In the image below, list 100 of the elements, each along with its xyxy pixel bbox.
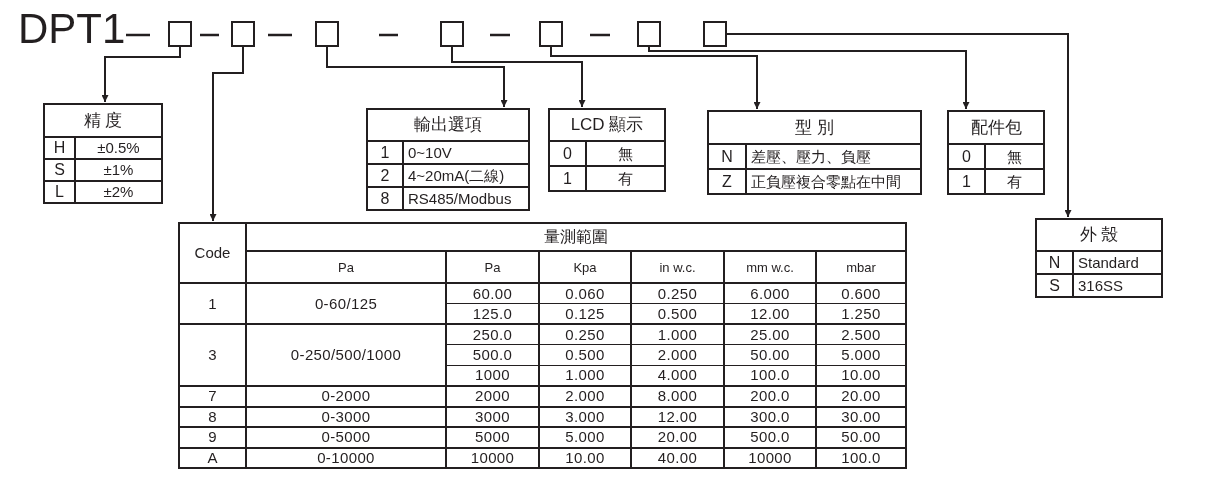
range-value: 60.00 <box>472 284 513 302</box>
option-value: 有 <box>618 169 633 187</box>
option-value: 0~10V <box>408 143 452 161</box>
option-value: 有 <box>1007 172 1022 190</box>
range-value: 500.0 <box>472 346 513 364</box>
range-value: 2.000 <box>565 387 605 405</box>
arrow <box>550 45 761 110</box>
option-value: 正負壓複合零點在中間 <box>751 172 901 190</box>
range-value: 1.250 <box>841 304 881 322</box>
column-header: Pa <box>338 260 354 275</box>
range-value: 3.000 <box>565 407 605 425</box>
range-value: 50.00 <box>750 346 790 364</box>
range-value: 12.00 <box>657 407 698 425</box>
range-value: 10.00 <box>565 449 605 467</box>
option-value: ±2% <box>103 183 134 200</box>
range-value: 10000 <box>748 449 792 467</box>
range-value: 2.000 <box>657 346 698 364</box>
range-code: 7 <box>208 387 217 405</box>
arrow <box>101 45 181 103</box>
option-code: Z <box>722 172 732 190</box>
column-header: Kpa <box>573 260 597 275</box>
range-code: 1 <box>208 294 217 312</box>
arrow <box>451 45 586 108</box>
range-value: 50.00 <box>841 428 881 446</box>
option-value: ±1% <box>103 161 134 178</box>
range-value: 200.0 <box>750 387 790 405</box>
range-span: 0-3000 <box>321 407 371 425</box>
range-value: 20.00 <box>657 428 698 446</box>
range-value: 3000 <box>475 407 510 425</box>
range-value: 10.00 <box>841 366 881 384</box>
range-value: 1.000 <box>565 366 605 384</box>
range-value: 10000 <box>470 449 515 467</box>
range-value: 0.060 <box>565 284 605 302</box>
range-code: 9 <box>208 428 217 446</box>
code-box <box>440 21 464 47</box>
column-header: mm w.c. <box>746 260 794 275</box>
option-table <box>707 110 922 195</box>
range-value: 8.000 <box>657 387 698 405</box>
arrow <box>326 45 508 108</box>
code-box <box>637 21 661 47</box>
range-code: 8 <box>208 407 217 425</box>
range-value: 5000 <box>475 428 510 446</box>
range-value: 0.500 <box>565 346 605 364</box>
range-value: 500.0 <box>750 428 790 446</box>
range-value: 250.0 <box>472 325 513 343</box>
range-value: 5.000 <box>841 346 881 364</box>
option-value: 無 <box>618 144 633 162</box>
option-code: S <box>1049 276 1060 294</box>
option-code: 1 <box>563 169 572 187</box>
range-value: 30.00 <box>841 407 881 425</box>
option-code: H <box>53 139 66 156</box>
option-value: ±0.5% <box>97 139 140 156</box>
range-value: 100.0 <box>750 366 790 384</box>
range-value: 1.000 <box>657 325 698 343</box>
model-code: DPT1 <box>18 8 126 50</box>
range-value: 12.00 <box>750 304 790 322</box>
range-value: 125.0 <box>472 304 513 322</box>
range-table <box>178 222 907 470</box>
table-heading: 精 度 <box>83 110 123 130</box>
range-value: 25.00 <box>750 325 790 343</box>
range-value: 5.000 <box>565 428 605 446</box>
option-code: S <box>54 161 65 178</box>
arrow <box>209 45 244 222</box>
range-span: 0-250/500/1000 <box>290 346 402 364</box>
option-table <box>43 103 163 204</box>
option-code: 8 <box>380 189 390 207</box>
code-box <box>539 21 563 47</box>
range-value: 0.250 <box>565 325 605 343</box>
option-code: 0 <box>962 147 971 165</box>
column-header: in w.c. <box>659 260 696 275</box>
table-heading: 量測範圍 <box>544 228 608 245</box>
option-value: 4~20mA(二線) <box>408 166 505 184</box>
option-value: 316SS <box>1078 276 1124 294</box>
range-span: 0-5000 <box>321 428 371 446</box>
range-span: 0-10000 <box>317 449 375 467</box>
range-code: A <box>207 449 218 467</box>
option-table <box>548 108 666 192</box>
range-value: 20.00 <box>841 387 881 405</box>
code-box <box>703 21 727 47</box>
table-heading: 外 殼 <box>1079 225 1119 245</box>
range-value: 2000 <box>475 387 510 405</box>
range-value: 0.500 <box>657 304 698 322</box>
option-code: 0 <box>563 144 572 162</box>
option-code: N <box>1048 253 1061 271</box>
range-value: 300.0 <box>750 407 790 425</box>
column-header: Pa <box>484 260 501 275</box>
option-table <box>366 108 530 211</box>
option-value: Standard <box>1078 253 1139 271</box>
code-box <box>231 21 255 47</box>
column-header: Code <box>194 244 231 261</box>
code-box <box>315 21 339 47</box>
code-box <box>168 21 192 47</box>
option-code: 2 <box>380 166 390 184</box>
option-table <box>1035 218 1163 298</box>
option-code: N <box>721 147 733 165</box>
range-value: 1000 <box>475 366 510 384</box>
column-header: mbar <box>846 260 876 275</box>
range-value: 2.500 <box>841 325 881 343</box>
arrow <box>648 45 970 110</box>
range-value: 4.000 <box>657 366 698 384</box>
